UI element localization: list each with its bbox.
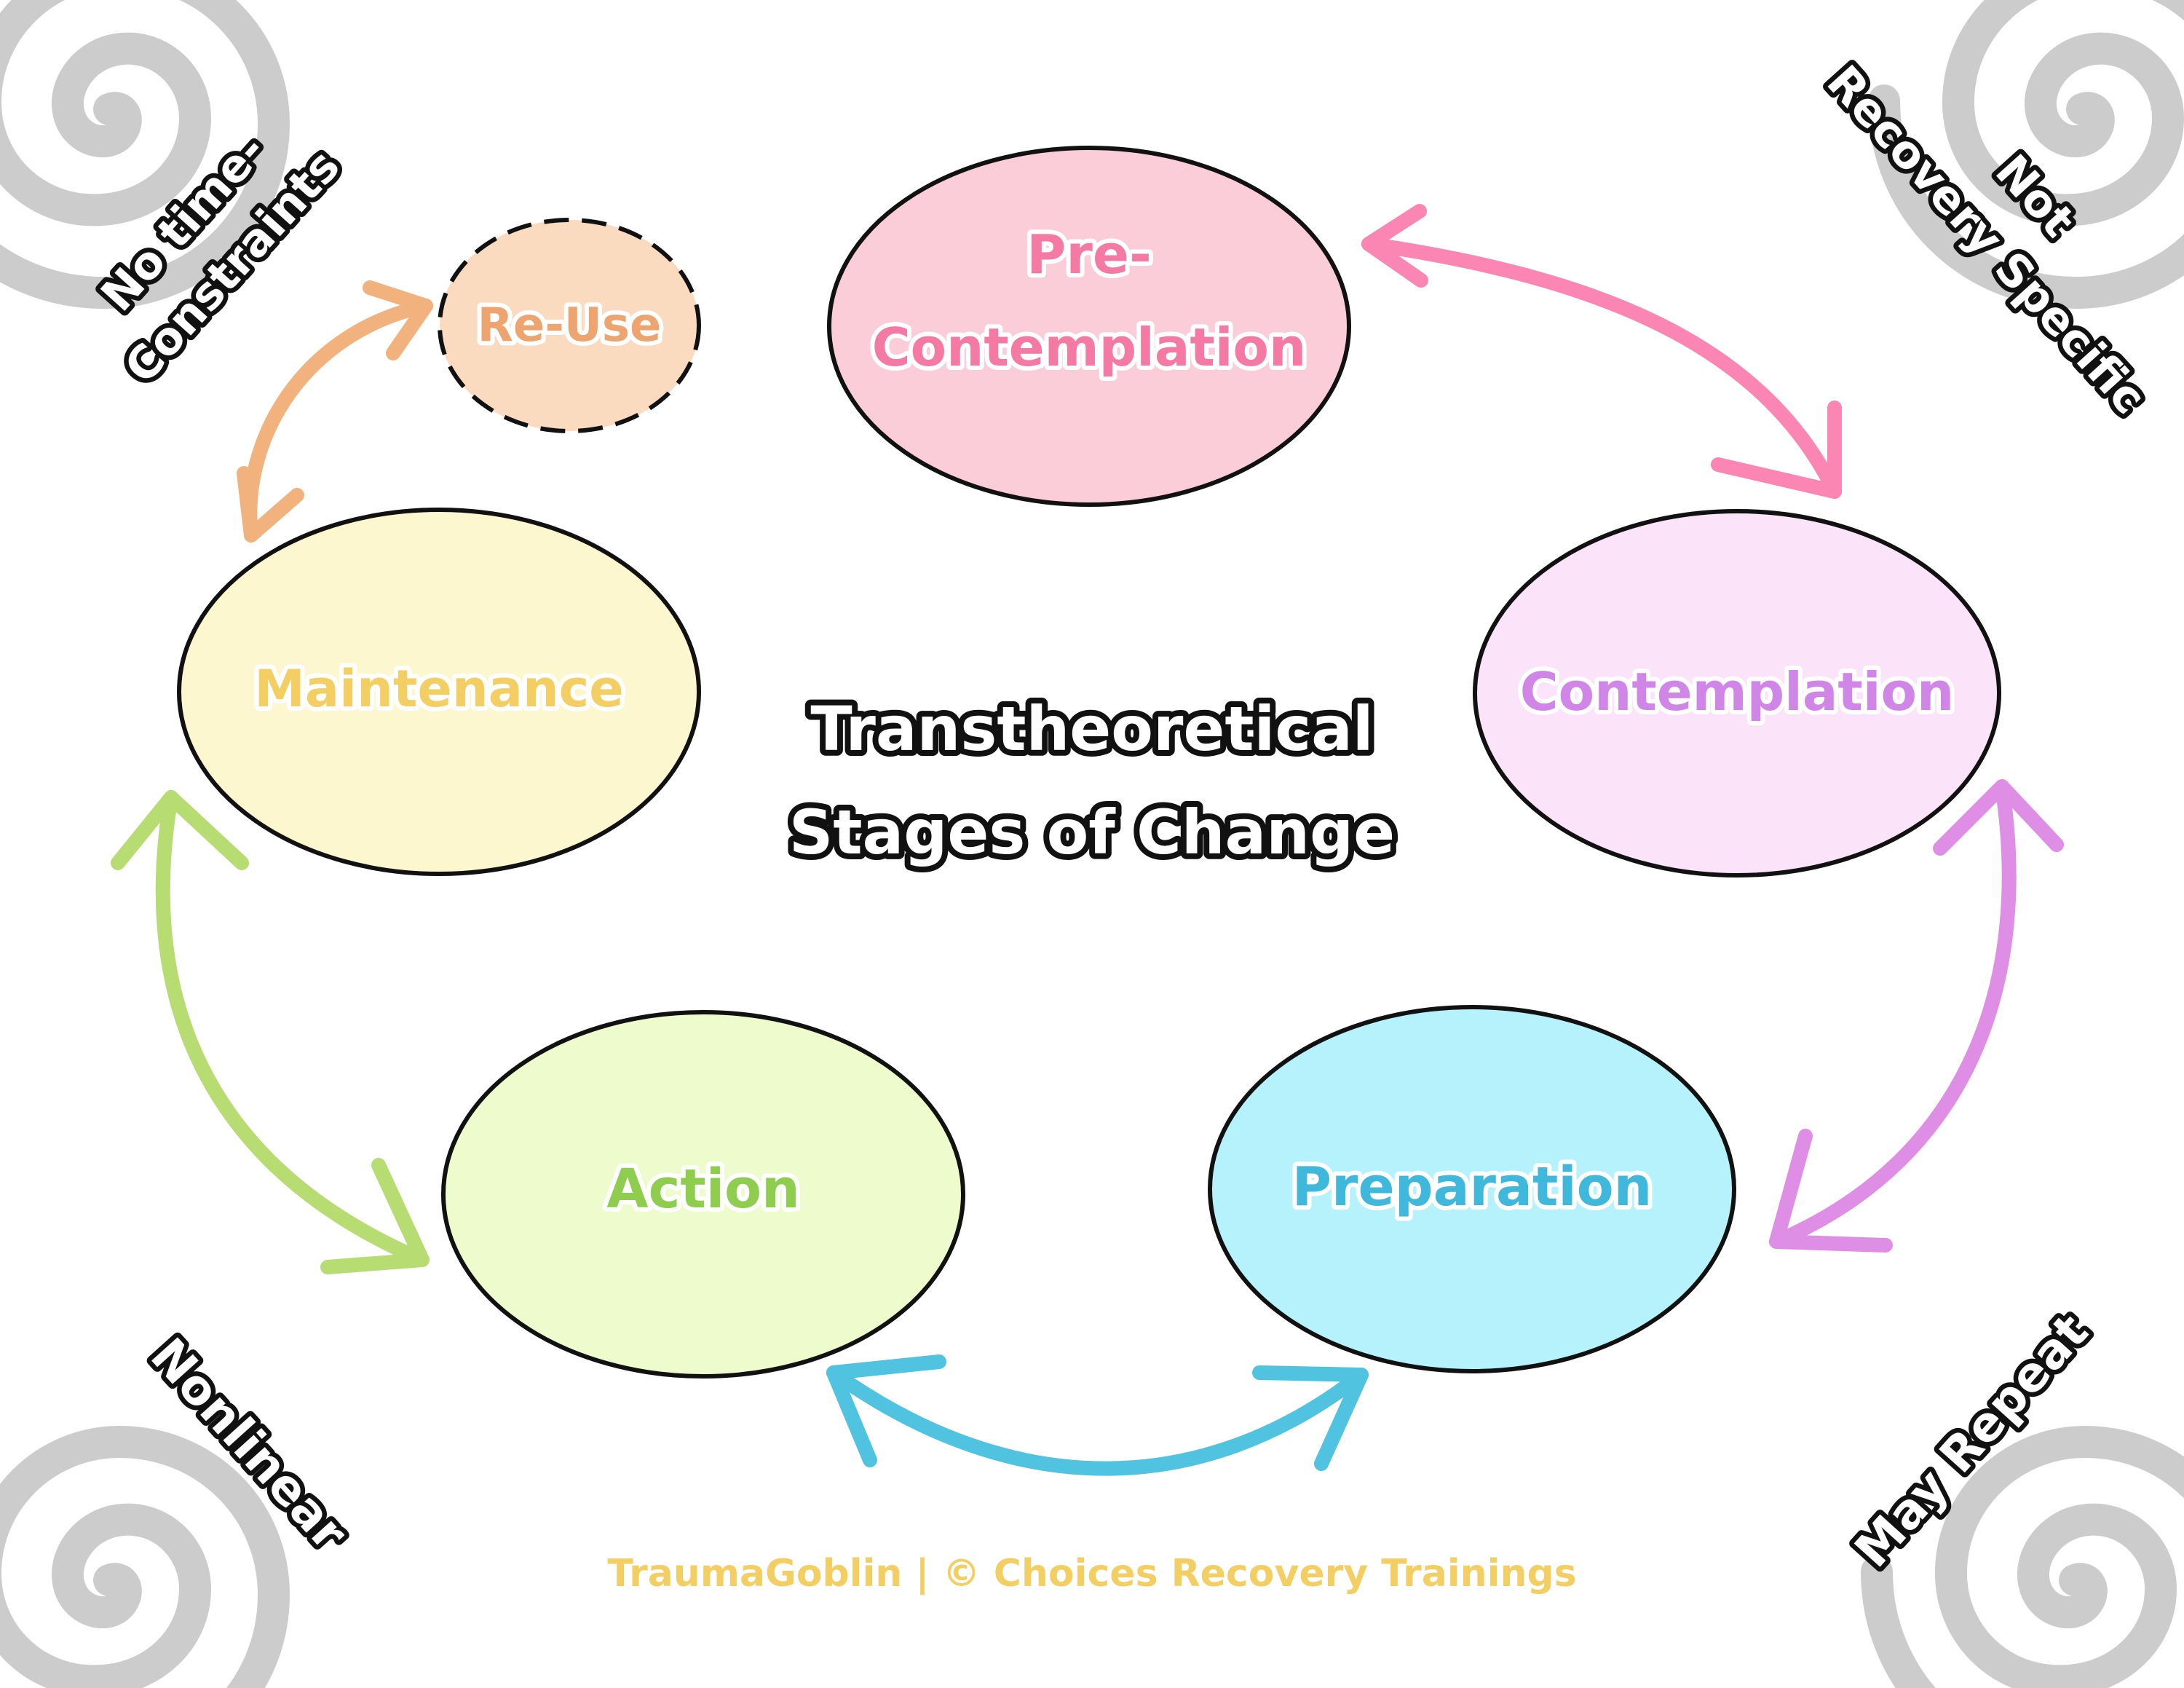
stage-maintenance-label: Maintenance [254,659,624,719]
footer-credit: TraumaGoblin | © Choices Recovery Traini… [607,1552,1576,1596]
stage-pre-contemplation [827,146,1351,507]
stage-action-label: Action [606,1158,799,1220]
arrow-action-to-maintenance [111,790,430,1274]
stage-pre-contemplation-label-line2: Contemplation [872,317,1306,378]
stage-action [441,1010,965,1379]
stage-contemplation-label: Contemplation [1520,661,1954,722]
spiral-bottom-left [0,1442,274,1688]
stage-preparation [1208,1005,1736,1373]
stage-preparation-label: Preparation [1292,1156,1653,1218]
stage-re-use-label: Re-Use [478,299,662,352]
stage-maintenance [177,508,701,876]
arrow-preparation-to-action [826,1354,1369,1476]
diagram-title: Transtheoretical Stages of Change [783,687,1401,874]
stage-re-use [438,218,701,433]
spiral-decoration-bottom-left [0,1442,274,1688]
diagram-title-line1: Transtheoretical [810,693,1373,765]
diagram-title-line2: Stages of Change [789,797,1395,868]
stage-contemplation [1473,509,2001,877]
arrow-pre-contemplation-to-contemplation [1361,204,1842,499]
arrow-contemplation-to-preparation [1769,779,2064,1253]
arrow-maintenance-to-reuse [237,280,433,543]
stage-pre-contemplation-label-line1: Pre- [1026,224,1152,286]
